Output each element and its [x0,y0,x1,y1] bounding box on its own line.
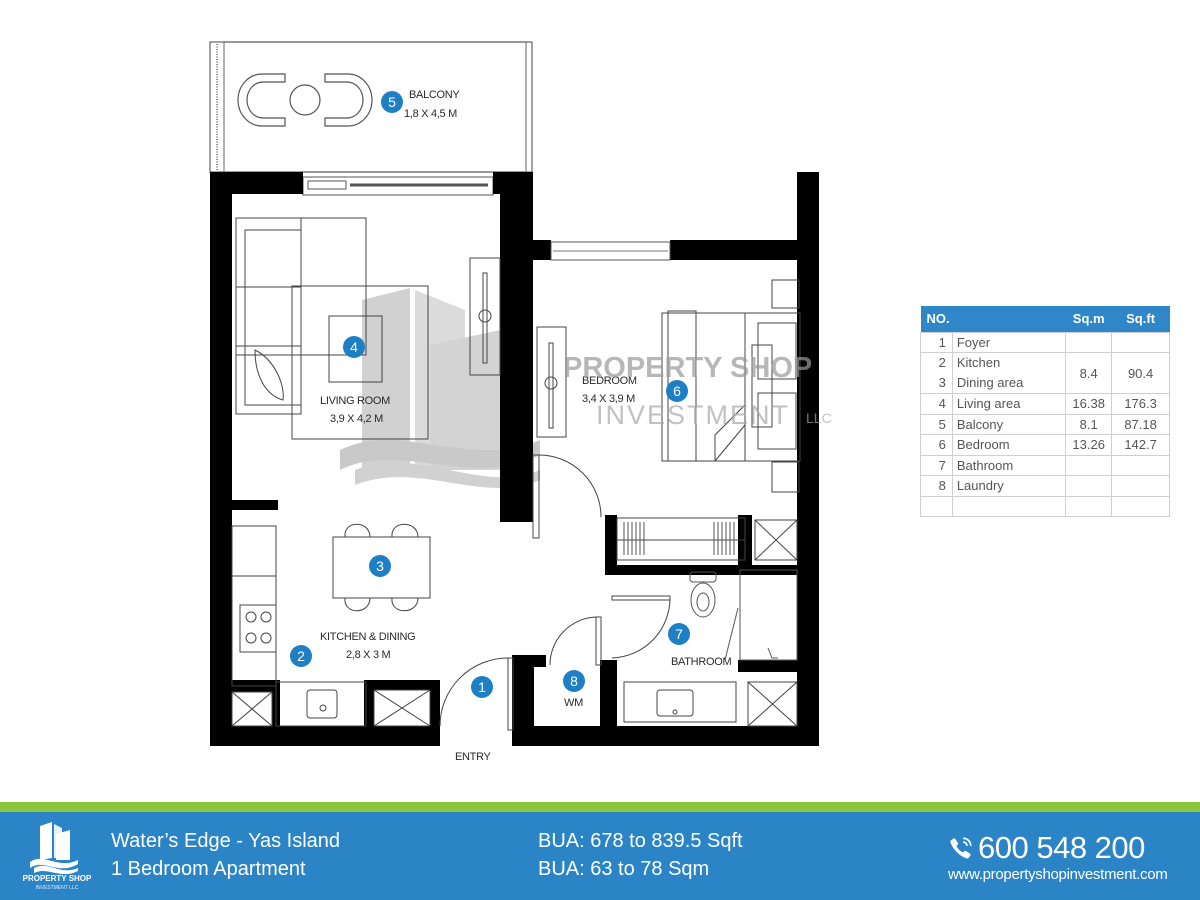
svg-text:4: 4 [350,339,358,355]
room-badge-6: 6 [666,380,688,402]
kitchen-dining-dims: 2,8 X 3 M [346,649,391,661]
header-no: NO. [920,306,1066,332]
dining-table-icon [332,523,431,612]
bathroom-label: BATHROOM [671,656,731,668]
table-row: 1 Foyer [920,331,1170,353]
bedroom-label: BEDROOM [582,375,637,387]
sliding-door-icon [302,176,494,196]
footer-accent-stripe [0,802,1200,812]
website-link[interactable]: www.propertyshopinvestment.com [948,866,1168,883]
shower-icon [724,569,798,661]
table-row: 5 Balcony 8.1 87.18 [920,413,1170,435]
table-row: 6 Bedroom 13.26 142.7 [920,434,1170,456]
sink-icon [623,681,737,723]
kitchen-counter-icon [231,525,367,727]
rug-and-coffee-table-icon [291,285,429,440]
wardrobe-icon [536,326,567,438]
tv-unit-icon [469,257,501,376]
watermark-suffix: LLC [806,410,832,426]
room-badge-3: 3 [369,555,391,577]
living-room-dims: 3,9 X 4,2 M [330,413,383,425]
logo-subtext: INVESTMENT LLC [35,885,79,891]
table-row: 2 3 Kitchen Dining area 8.4 90.4 [920,352,1170,394]
svg-text:5: 5 [388,94,396,110]
table-row: 7 Bathroom [920,454,1170,476]
header-sqft: Sq.ft [1111,306,1170,332]
header-sqm: Sq.m [1065,306,1112,332]
laundry-door-icon [549,616,602,666]
room-badge-2: 2 [290,645,312,667]
footer-bar: PROPERTY SHOP INVESTMENT LLC Water’s Edg… [0,812,1200,900]
unit-type: 1 Bedroom Apartment [111,858,306,880]
room-badge-5: 5 [381,91,403,113]
balcony-dims: 1,8 X 4,5 M [404,108,457,120]
room-badge-4: 4 [343,336,365,358]
room-badge-8: 8 [563,670,585,692]
table-row [920,495,1170,517]
logo-text: PROPERTY SHOP [22,874,92,883]
room-badge-1: 1 [471,676,493,698]
phone-icon [950,837,972,859]
sofa-icon [235,217,367,415]
svg-text:3: 3 [376,558,384,574]
svg-text:1: 1 [478,679,486,695]
bedroom-door-icon [532,454,602,539]
watermark-line2: INVESTMENT [596,400,790,430]
svg-text:2: 2 [297,648,305,664]
entry-door-icon [439,657,514,731]
living-room-label: LIVING ROOM [320,395,390,407]
balcony [209,41,533,173]
toilet-icon [689,571,717,618]
table-row: 4 Living area 16.38 176.3 [920,393,1170,415]
svg-text:8: 8 [570,673,578,689]
watermark-line1: PROPERTY SHOP [563,352,812,384]
bedroom-dims: 3,4 X 3,9 M [582,393,635,405]
area-table-header: NO. Sq.m Sq.ft [920,306,1170,332]
project-name: Water’s Edge - Yas Island [111,830,341,852]
laundry-label: WM [564,697,583,709]
phone-contact[interactable]: 600 548 200 [948,830,1145,866]
svg-text:7: 7 [675,626,683,642]
closet-icon [616,517,746,561]
company-logo-icon [30,822,78,875]
bathroom-door-icon [611,595,671,659]
table-row: 8 Laundry [920,475,1170,497]
kitchen-dining-label: KITCHEN & DINING [320,631,415,643]
svg-text:6: 6 [673,383,681,399]
shaft-icon [231,519,798,727]
room-badge-7: 7 [668,623,690,645]
entry-label: ENTRY [455,751,492,763]
phone-number: 600 548 200 [978,830,1145,865]
floor-plan: BALCONY 1,8 X 4,5 M LIVING ROOM 3,9 X 4,… [209,41,832,763]
bed-icon [661,279,801,493]
bua-sqm: BUA: 63 to 78 Sqm [538,858,710,880]
area-table: NO. Sq.m Sq.ft 1 Foyer 2 3 Kitchen Dinin… [920,306,1170,517]
bua-sqft: BUA: 678 to 839.5 Sqft [538,830,743,852]
balcony-label: BALCONY [409,89,460,101]
